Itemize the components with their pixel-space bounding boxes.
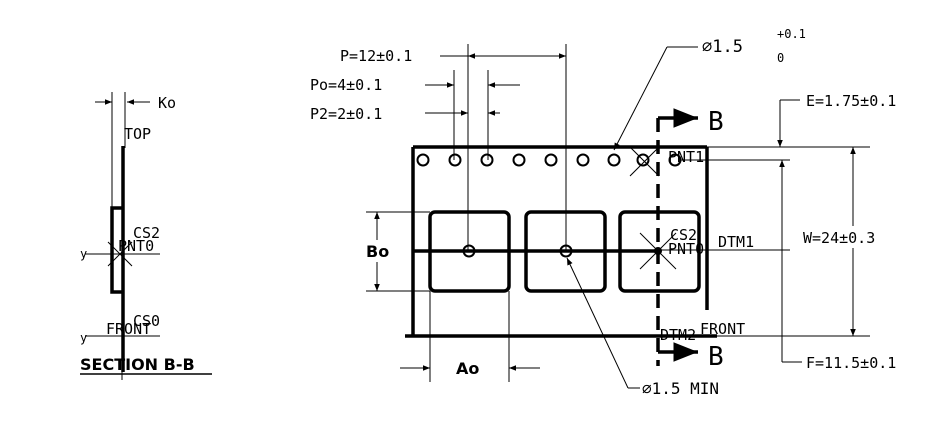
w-dim-label: W=24±0.3 xyxy=(803,229,875,247)
sprocket-hole xyxy=(448,153,462,167)
ko-label: Ko xyxy=(158,94,176,112)
front-label-right: FRONT xyxy=(700,320,745,338)
pitch-p2-label: P2=2±0.1 xyxy=(310,105,382,123)
ao-label: Ao xyxy=(456,359,479,378)
cs2-label-left: CS2 xyxy=(133,224,160,242)
min-hole-label: ∅1.5 MIN xyxy=(642,379,719,398)
cs0-label: CS0 xyxy=(133,312,160,330)
pocket-hole-2 xyxy=(559,244,573,258)
tape-top-view: P=12±0.1 Po=4±0.1 P2=2±0.1 ∅1.5 +0.1 0 xyxy=(310,27,910,398)
pitch-p-label: P=12±0.1 xyxy=(340,47,412,65)
hole-cross-2 xyxy=(629,146,660,177)
sprocket-hole xyxy=(636,153,650,167)
w-label-bg xyxy=(800,226,910,248)
bo-label-bg xyxy=(364,240,392,262)
section-b-b-view: Ko TOP CS2 PNT0 y CS0 FRONT y SECTION B-… xyxy=(80,92,212,380)
sprocket-hole xyxy=(416,153,430,167)
pocket-section xyxy=(110,206,123,294)
sprocket-hole xyxy=(544,153,558,167)
y-label-1: y xyxy=(80,247,87,261)
hole-dia-label: ∅1.5 xyxy=(702,37,743,57)
sprocket-hole xyxy=(576,153,590,167)
hole-dia-tol-plus: +0.1 xyxy=(777,27,806,41)
dtm2-label: DTM2 xyxy=(660,326,696,344)
pitch-po-label: Po=4±0.1 xyxy=(310,76,382,94)
hole-dia-tol-zero: 0 xyxy=(777,51,784,65)
pocket-hole-1 xyxy=(462,244,476,258)
section-title: SECTION B-B xyxy=(80,355,195,374)
e-dim-label: E=1.75±0.1 xyxy=(806,92,896,110)
section-b-bottom: B xyxy=(708,342,724,372)
sprocket-hole xyxy=(607,153,621,167)
y-label-2: y xyxy=(80,331,87,345)
pnt0-label-left: PNT0 xyxy=(118,237,154,255)
bo-label: Bo xyxy=(366,242,389,261)
front-label-left: FRONT xyxy=(106,320,151,338)
dtm1-label: DTM1 xyxy=(718,233,754,251)
cs2-label-right: CS2 xyxy=(670,226,697,244)
top-label: TOP xyxy=(124,125,151,143)
section-b-top: B xyxy=(708,107,724,137)
cross-mark-2 xyxy=(107,241,133,267)
min-hole-leader xyxy=(566,257,629,389)
sprocket-hole xyxy=(512,153,526,167)
pnt0-label-right: PNT0 xyxy=(668,240,704,258)
f-dim-label: F=11.5±0.1 xyxy=(806,354,896,372)
hole-leader xyxy=(613,46,668,151)
sprocket-holes xyxy=(416,153,682,167)
pnt1-label: PNT1 xyxy=(668,148,704,166)
sprocket-hole xyxy=(480,153,494,167)
